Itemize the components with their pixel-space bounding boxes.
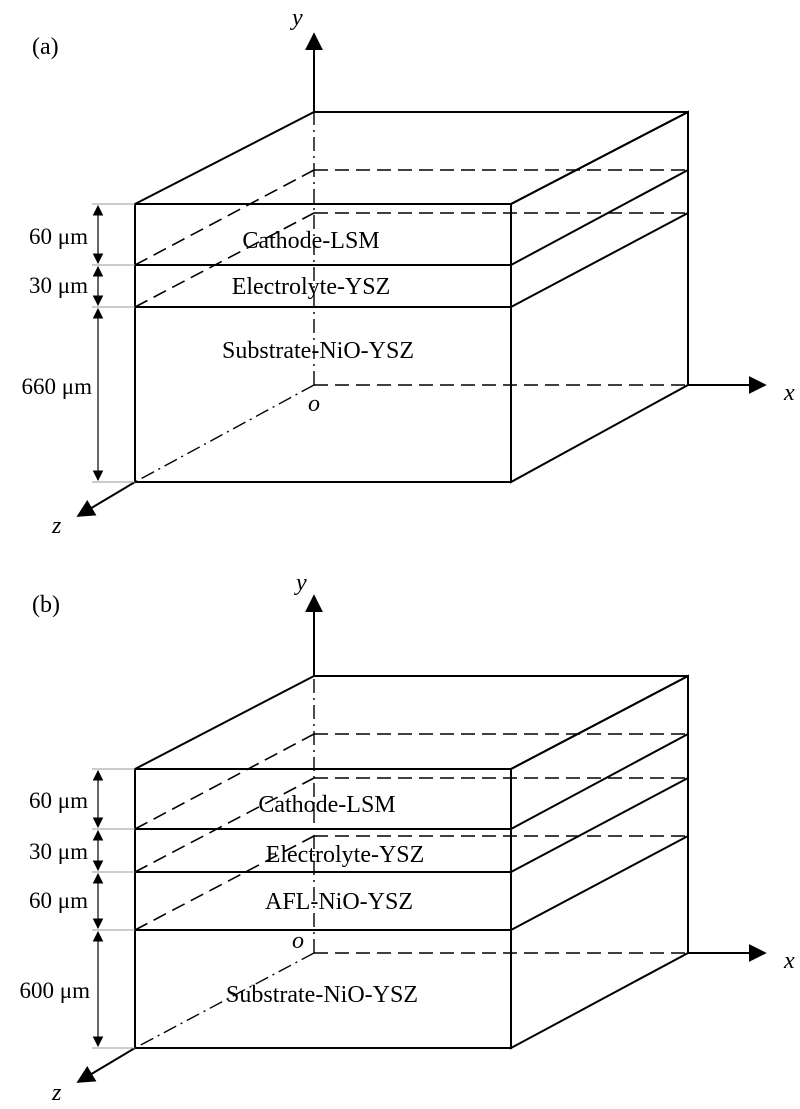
dim-label-electrolyte: 30 μm xyxy=(29,273,88,298)
z-axis-arrow xyxy=(76,1047,136,1083)
panel-b-box xyxy=(134,674,689,1050)
x-axis-label: x xyxy=(783,948,795,974)
panel-b-label: (b) xyxy=(32,592,60,618)
right-face xyxy=(510,674,689,1050)
panel-b-hidden-edges xyxy=(134,733,688,931)
panel-a-hidden-edges xyxy=(134,169,688,308)
origin-label: o xyxy=(308,391,320,417)
right-face xyxy=(510,110,689,484)
z-axis-arrow xyxy=(76,481,136,517)
panel-a-dimensions: 60 μm 30 μm 660 μm xyxy=(22,203,135,483)
hidden-left-cathode-interface xyxy=(134,733,315,830)
hidden-left-electrolyte-interface xyxy=(134,212,315,308)
right-electrolyte-interface xyxy=(510,212,689,308)
layer-label-cathode: Cathode-LSM xyxy=(242,228,379,254)
dim-label-cathode: 60 μm xyxy=(29,224,88,249)
top-face xyxy=(134,675,689,770)
layer-label-cathode: Cathode-LSM xyxy=(258,792,395,818)
layer-label-electrolyte: Electrolyte-YSZ xyxy=(266,842,425,868)
layer-label-substrate: Substrate-NiO-YSZ xyxy=(226,982,418,1008)
panel-a-box xyxy=(134,110,689,484)
panel-b-dimensions: 60 μm 30 μm 60 μm 600 μm xyxy=(20,768,135,1049)
z-axis-label: z xyxy=(51,513,62,539)
panel-a: (a) y x z o xyxy=(22,5,795,539)
layer-label-substrate: Substrate-NiO-YSZ xyxy=(222,338,414,364)
y-axis-label: y xyxy=(290,5,303,31)
panel-b: (b) y x z o xyxy=(20,570,795,1106)
panel-b-axes: y x z o xyxy=(51,570,795,1106)
dim-label-substrate: 660 μm xyxy=(22,374,93,399)
z-axis-label: z xyxy=(51,1080,62,1106)
z-axis-hidden xyxy=(134,384,315,483)
hidden-left-afl-interface xyxy=(134,835,315,931)
panel-a-label: (a) xyxy=(32,34,59,60)
hidden-left-cathode-interface xyxy=(134,169,315,266)
right-cathode-interface xyxy=(510,169,689,266)
origin-label: o xyxy=(292,928,304,954)
z-axis-hidden xyxy=(134,952,315,1049)
dim-label-electrolyte: 30 μm xyxy=(29,839,88,864)
dim-label-afl: 60 μm xyxy=(29,888,88,913)
right-electrolyte-interface xyxy=(510,777,689,873)
layer-label-afl: AFL-NiO-YSZ xyxy=(265,889,413,915)
dim-label-substrate: 600 μm xyxy=(20,978,91,1003)
right-afl-interface xyxy=(510,835,689,931)
top-face xyxy=(134,111,689,205)
layer-label-electrolyte: Electrolyte-YSZ xyxy=(232,274,391,300)
panel-a-axes: y x z o xyxy=(51,5,795,539)
x-axis-label: x xyxy=(783,380,795,406)
hidden-left-electrolyte-interface xyxy=(134,777,315,873)
y-axis-label: y xyxy=(294,570,307,596)
right-cathode-interface xyxy=(510,733,689,830)
dim-label-cathode: 60 μm xyxy=(29,788,88,813)
